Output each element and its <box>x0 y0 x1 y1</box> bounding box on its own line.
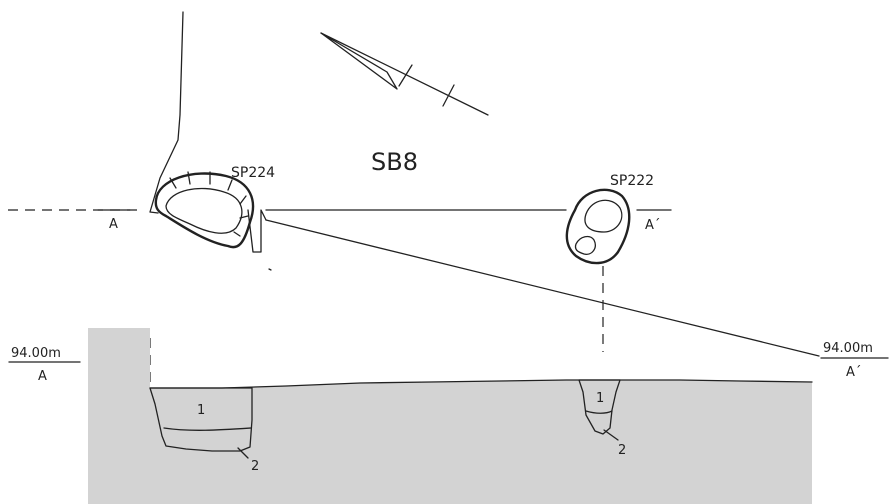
elevation-marker-left: 94.00m A <box>8 346 81 384</box>
plan-view: SB8 SP224 SP222 A A´ <box>8 11 820 388</box>
wall-outline <box>149 11 184 214</box>
sp224-layer-1: 1 <box>197 403 205 418</box>
sp222-section: 1 2 <box>578 379 626 458</box>
svg-text:94.00m: 94.00m <box>11 346 61 361</box>
ground-fill <box>88 328 812 504</box>
sp224-layer-2: 2 <box>251 459 259 474</box>
svg-text:A: A <box>38 369 47 384</box>
north-arrow <box>320 32 489 116</box>
slope-line <box>265 219 820 357</box>
sp222-label: SP222 <box>610 173 654 189</box>
section-view: 1 2 1 2 94.00m A 94.00m A´ <box>8 328 889 504</box>
section-point-a: A <box>109 217 118 232</box>
ground-surface <box>149 379 813 389</box>
pit-sp224: SP224 <box>154 165 275 249</box>
structure-label: SB8 <box>371 148 418 176</box>
section-point-a-prime: A´ <box>645 218 660 233</box>
sp224-label: SP224 <box>231 165 275 181</box>
pit-sp222: SP222 <box>565 173 654 265</box>
svg-text:94.00m: 94.00m <box>823 341 873 356</box>
elevation-marker-right: 94.00m A´ <box>820 341 889 380</box>
section-line: A A´ <box>8 209 672 233</box>
sp222-layer-1: 1 <box>596 391 604 406</box>
notch-outline <box>247 209 267 253</box>
sp222-layer-2: 2 <box>618 443 626 458</box>
svg-text:A´: A´ <box>846 365 861 380</box>
sp224-section: 1 2 <box>149 387 259 474</box>
stray-mark <box>268 268 272 271</box>
